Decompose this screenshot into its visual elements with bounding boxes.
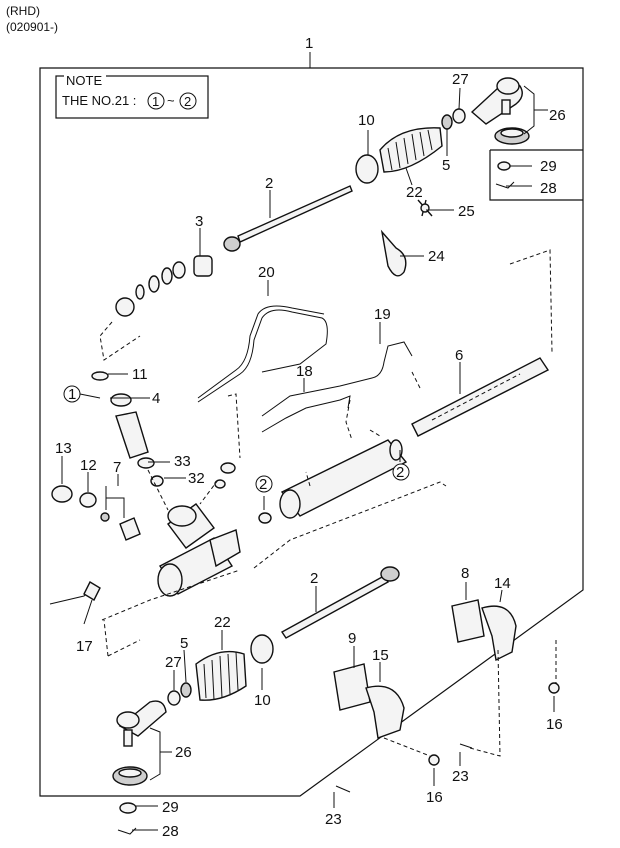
callout-16-bottom: 16 xyxy=(426,789,443,806)
callout-16-right: 16 xyxy=(546,716,563,733)
callout-2-bottom: 2 xyxy=(310,570,318,587)
callout-8: 8 xyxy=(461,565,469,582)
callout-14: 14 xyxy=(494,575,511,592)
note-circle-from: 1 xyxy=(152,94,159,109)
callout-19: 19 xyxy=(374,306,391,323)
callout-10-top: 10 xyxy=(358,112,375,129)
lower-tie-rod-group xyxy=(112,566,400,786)
callout-12: 12 xyxy=(80,457,97,474)
callout-18: 18 xyxy=(296,363,313,380)
callout-28-bottom: 28 xyxy=(162,823,179,840)
callout-26-top: 26 xyxy=(549,107,566,124)
callout-17: 17 xyxy=(76,638,93,655)
pipes xyxy=(197,305,413,433)
callout-33: 33 xyxy=(174,453,191,470)
dashed-guides xyxy=(99,249,553,657)
callout-5-top: 5 xyxy=(442,157,450,174)
callout-7: 7 xyxy=(113,459,121,476)
pin-28-bottom-icon xyxy=(117,827,137,835)
callout-5-bottom: 5 xyxy=(180,635,188,652)
callout-1: 1 xyxy=(305,35,313,52)
callout-2-circle-a: 2 xyxy=(259,476,267,493)
upper-tie-rod-group xyxy=(115,77,530,317)
callout-9: 9 xyxy=(348,630,356,647)
callout-11: 11 xyxy=(132,366,148,383)
pin-28-top-icon xyxy=(495,181,515,189)
rack-housing xyxy=(49,357,550,605)
nut-29-top-icon xyxy=(497,161,511,171)
callout-22-bottom: 22 xyxy=(214,614,231,631)
callout-15: 15 xyxy=(372,647,389,664)
note-text: THE NO.21 : xyxy=(62,93,136,108)
date-range-label: (020901-) xyxy=(6,20,59,34)
callout-4: 4 xyxy=(152,390,160,407)
callout-23-bottom: 23 xyxy=(325,811,342,828)
mount-brackets xyxy=(333,599,560,793)
callout-27-bottom: 27 xyxy=(165,654,182,671)
callout-32: 32 xyxy=(188,470,205,487)
callout-1-circle: 1 xyxy=(68,386,76,403)
callout-13: 13 xyxy=(55,440,72,457)
callout-25: 25 xyxy=(458,203,475,220)
callout-2-top: 2 xyxy=(265,175,273,192)
callout-2-circle-b: 2 xyxy=(396,464,404,481)
callout-24: 24 xyxy=(428,248,445,265)
variant-label: (RHD) xyxy=(6,4,40,18)
callout-6: 6 xyxy=(455,347,463,364)
leader-lines xyxy=(61,85,555,831)
callout-28-top: 28 xyxy=(540,180,557,197)
note-circle-to: 2 xyxy=(184,94,191,109)
callout-3: 3 xyxy=(195,213,203,230)
callout-29-bottom: 29 xyxy=(162,799,179,816)
note-box: NOTE THE NO.21 : 1 ~ 2 xyxy=(55,70,209,119)
callout-27-top: 27 xyxy=(452,71,469,88)
callout-22-top: 22 xyxy=(406,184,423,201)
callout-20: 20 xyxy=(258,264,275,281)
callout-26-bottom: 26 xyxy=(175,744,192,761)
callout-10-bottom: 10 xyxy=(254,692,271,709)
callout-23-right: 23 xyxy=(452,768,469,785)
callout-29-top: 29 xyxy=(540,158,557,175)
assembly-frame xyxy=(39,52,584,797)
note-title: NOTE xyxy=(66,73,102,88)
note-tilde: ~ xyxy=(167,93,175,108)
callout-labels: 1 27 26 10 5 29 22 28 2 25 3 24 20 19 6 … xyxy=(55,35,566,840)
nut-29-bottom-icon xyxy=(119,802,137,814)
